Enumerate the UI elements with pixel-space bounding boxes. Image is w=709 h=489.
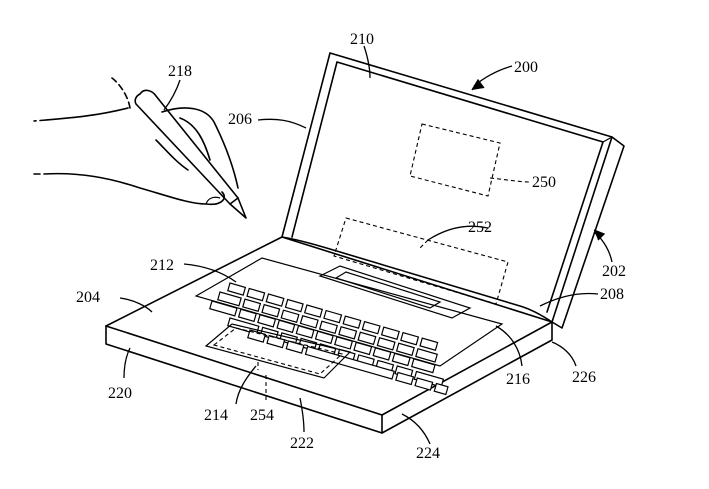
label-220: 220 xyxy=(108,385,132,402)
leader-lines xyxy=(120,46,612,444)
label-200: 200 xyxy=(514,59,538,76)
label-224: 224 xyxy=(416,445,440,462)
label-202: 202 xyxy=(602,263,626,280)
label-206: 206 xyxy=(228,111,252,128)
display-lid xyxy=(282,53,624,328)
label-212: 212 xyxy=(150,257,174,274)
label-222: 222 xyxy=(290,435,314,452)
stylus xyxy=(135,90,246,218)
hand xyxy=(30,78,238,204)
region-250 xyxy=(410,124,500,196)
label-216: 216 xyxy=(506,371,530,388)
label-204: 204 xyxy=(76,289,100,306)
label-254: 254 xyxy=(250,407,274,424)
label-226: 226 xyxy=(572,369,596,386)
label-252: 252 xyxy=(468,219,492,236)
label-208: 208 xyxy=(600,286,624,303)
label-250: 250 xyxy=(532,174,556,191)
label-218: 218 xyxy=(168,63,192,80)
label-210: 210 xyxy=(350,31,374,48)
reference-numerals: 210 200 218 206 250 252 212 202 204 208 … xyxy=(76,31,626,462)
label-214: 214 xyxy=(204,407,228,424)
